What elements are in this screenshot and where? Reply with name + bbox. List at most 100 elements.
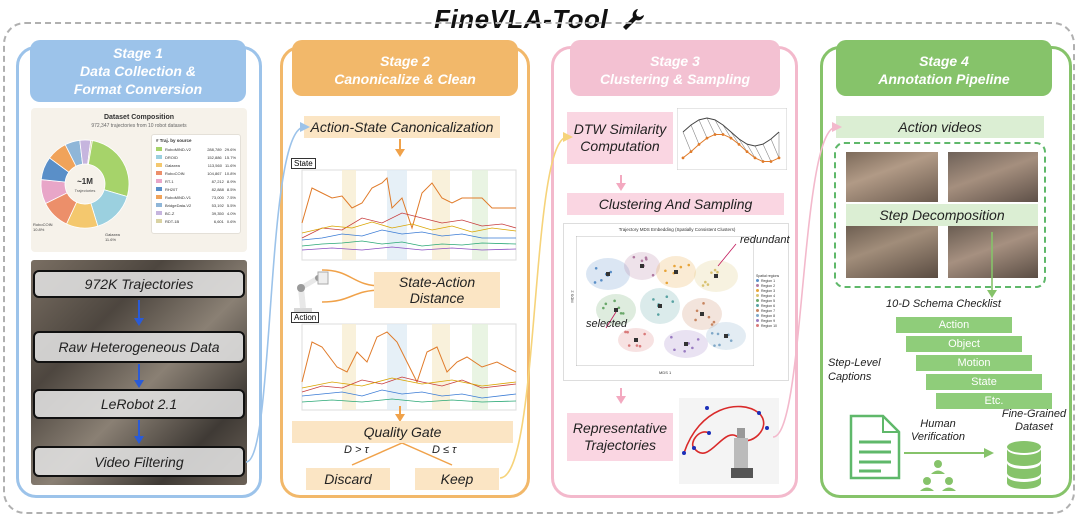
gate-branches — [351, 443, 453, 466]
mds-scatter-plot — [576, 236, 754, 366]
cluster-centroid — [640, 264, 644, 268]
cluster-centroid — [614, 308, 618, 312]
scatter-legend-row: Region 10 — [756, 324, 786, 329]
scatter-point — [679, 265, 683, 269]
keep-condition: D ≤ τ — [432, 444, 457, 456]
pie-center-value: ~1M — [77, 177, 93, 186]
step-decomposition-box: Step Decomposition — [846, 204, 1038, 226]
callout-robocoin-pct: 10.8% — [33, 227, 45, 232]
legend-pct: 8.5% — [226, 186, 236, 192]
legend-swatch — [156, 155, 162, 159]
scatter-legend-text: Region 6 — [761, 304, 776, 308]
legend-name: RDT-1B — [165, 218, 180, 224]
scatter-point — [694, 318, 697, 322]
scatter-point — [710, 331, 714, 335]
selected-pointer — [605, 311, 617, 329]
legend-swatch — [156, 219, 162, 223]
stage4-header-line1: Stage 4 — [919, 53, 969, 69]
legend-count: 288,789 — [207, 146, 222, 152]
composition-subtitle: 972,347 trajectories from 10 robot datas… — [91, 123, 187, 129]
scatter-legend-dot — [756, 309, 759, 312]
scatter-point — [729, 339, 733, 342]
scatter-legend-text: Region 8 — [761, 314, 776, 318]
scatter-point — [665, 281, 669, 285]
legend-count: 104,867 — [207, 170, 222, 176]
legend-count: 53,192 — [211, 202, 224, 208]
stage1-header-line3: Format Conversion — [73, 81, 203, 97]
dtw-point — [737, 142, 741, 146]
fine-grained-line1: Fine-Grained — [1001, 408, 1067, 420]
scatter-point — [691, 346, 694, 350]
stage4-header-line2: Annotation Pipeline — [878, 71, 1010, 87]
scatter-point — [621, 312, 625, 315]
arrow-down-icon — [616, 388, 626, 409]
legend-count: 6,601 — [213, 218, 224, 224]
legend-name: RoboMIND-V1 — [165, 194, 192, 200]
scatter-point — [627, 344, 631, 347]
scatter-point — [643, 332, 646, 336]
stage3-header: Stage 3 Clustering & Sampling — [570, 40, 780, 96]
legend-swatch — [156, 187, 162, 191]
scatter-point — [713, 344, 716, 347]
schema-item-etc: Etc. — [935, 392, 1053, 410]
scatter-legend-text: Region 4 — [761, 294, 776, 298]
pie-center-label: Trajectories — [74, 188, 96, 193]
step-raw-data: Raw Heterogeneous Data — [33, 331, 245, 363]
legend-swatch — [156, 179, 162, 183]
cluster-centroid — [724, 334, 728, 338]
scatter-point — [670, 335, 673, 339]
scatter-legend-dot — [756, 294, 759, 297]
scatter-point — [619, 311, 623, 315]
scatter-point — [652, 298, 655, 301]
scatter-point — [635, 344, 639, 347]
scatter-legend-dot — [756, 299, 759, 302]
scatter-point — [695, 309, 699, 313]
dtw-point — [713, 133, 717, 136]
schema-title: 10-D Schema Checklist — [886, 298, 1001, 310]
stage1-header-line1: Stage 1 — [113, 45, 163, 61]
dtw-line1: DTW Similarity — [573, 121, 667, 137]
dtw-link — [754, 145, 764, 162]
legend-swatch — [156, 147, 162, 151]
legend-name: RT-1 — [165, 178, 174, 184]
scatter-point — [604, 302, 608, 306]
legend-count: 39,350 — [211, 210, 224, 216]
video-frame-2 — [948, 152, 1038, 202]
quality-gate-box: Quality Gate — [292, 421, 513, 443]
scatter-point — [710, 271, 713, 274]
scatter-point — [713, 268, 717, 272]
scatter-point — [656, 313, 660, 316]
dtw-link — [690, 124, 700, 145]
dtw-box: DTW Similarity Computation — [567, 112, 673, 164]
pie-callout-galaxea: Galaxea 11.6% — [105, 232, 120, 242]
scatter-point — [665, 295, 669, 299]
scatter-legend-dot — [756, 324, 759, 327]
human-verification-line1: Human — [920, 418, 956, 430]
representative-line1: Representative — [572, 420, 668, 436]
legend-pct: 11.6% — [224, 162, 236, 168]
dtw-point — [769, 160, 773, 163]
scatter-point — [664, 269, 667, 273]
scatter-point — [702, 302, 705, 305]
scatter-legend-row: Region 7 — [756, 309, 786, 314]
stage4-header: Stage 4 Annotation Pipeline — [836, 40, 1052, 96]
selected-label: selected — [586, 318, 627, 330]
human-verification-line2: Verification — [910, 431, 965, 443]
scatter-legend-text: Region 10 — [761, 324, 777, 328]
dtw-link — [762, 143, 772, 162]
legend-name: BC-Z — [165, 210, 175, 216]
legend-swatch — [156, 195, 162, 199]
scatter-legend-text: Region 5 — [761, 299, 776, 303]
scatter-point — [651, 273, 655, 277]
legend-pct: 29.6% — [224, 146, 236, 152]
redundant-pointer — [717, 243, 737, 267]
step-level-label: Step-Level Captions — [828, 356, 881, 384]
scatter-point — [710, 323, 714, 326]
scatter-xlabel: MDS 1 — [659, 370, 672, 375]
scatter-title: Trajectory MDS Embedding (Spatially Cons… — [618, 227, 736, 232]
scatter-point — [602, 306, 605, 310]
schema-item-object: Object — [905, 335, 1023, 353]
